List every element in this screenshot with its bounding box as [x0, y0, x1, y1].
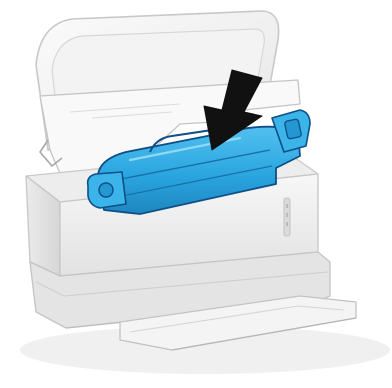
control-panel-strip: [284, 198, 290, 236]
